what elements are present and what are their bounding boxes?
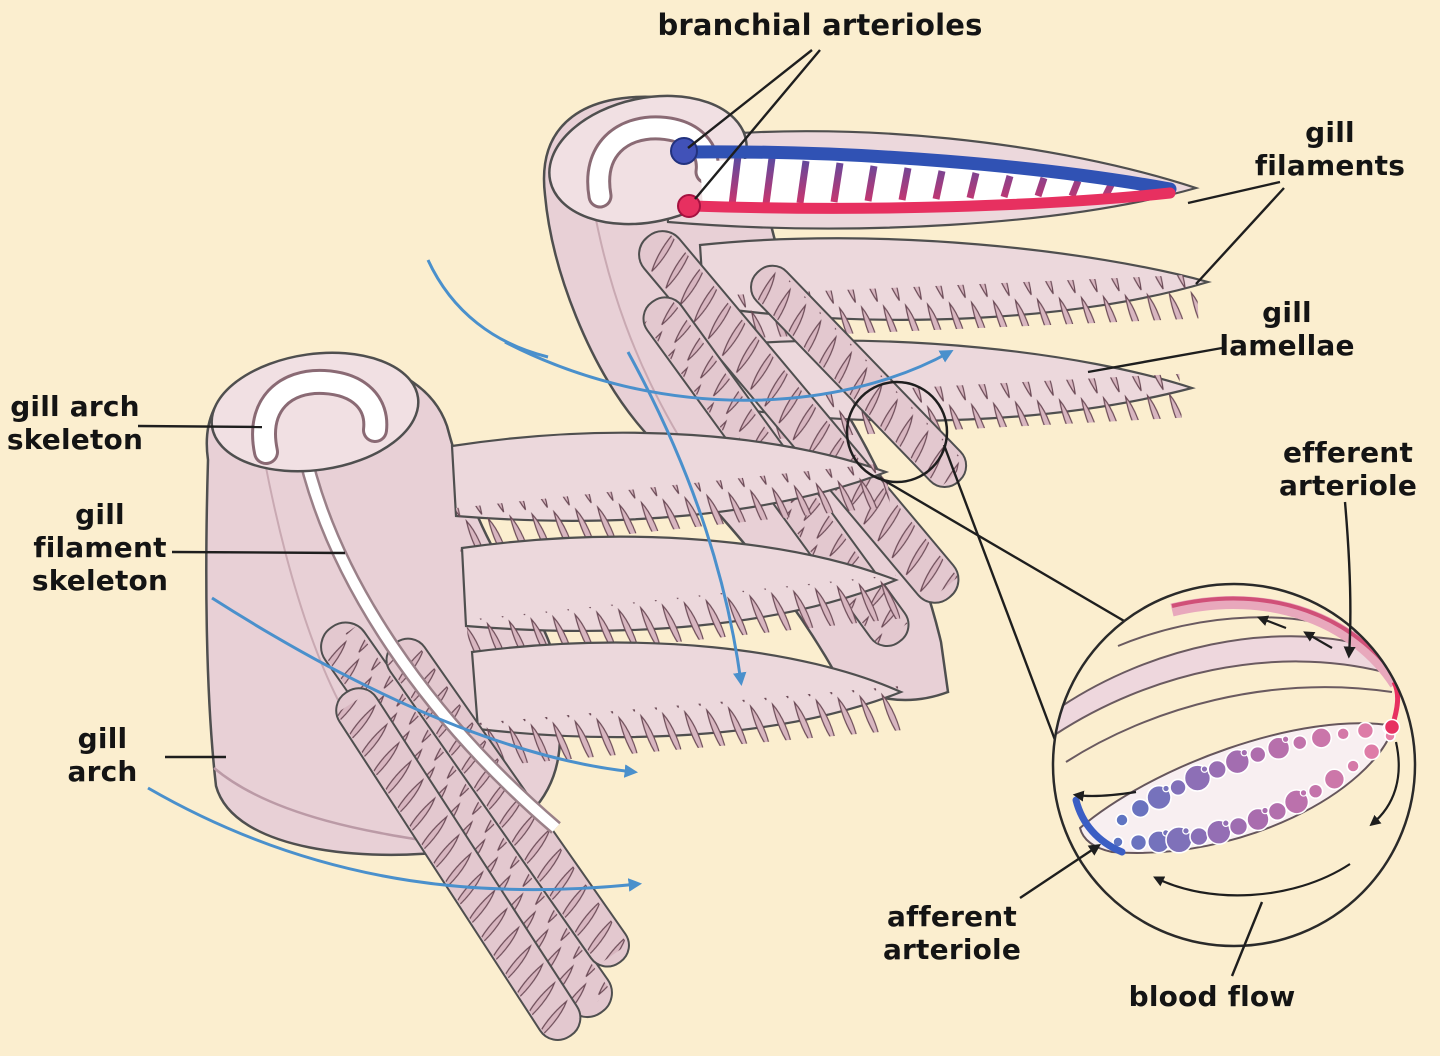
label-gill-arch-skeleton: gill arch skeleton <box>6 390 144 457</box>
branchial-arteriole-red-dot <box>677 194 701 218</box>
efferent-branchial-vessel <box>681 145 1177 196</box>
pointer-lines <box>137 49 1285 759</box>
lamellae-comb <box>466 574 901 664</box>
efferent-pointer <box>1343 501 1356 659</box>
front-gill-arch <box>205 351 907 1041</box>
magnifier-circle <box>845 380 949 484</box>
label-afferent-arteriole: afferent arteriole <box>882 900 1022 967</box>
inset-afferent-vessel <box>1072 796 1126 856</box>
label-gill-arch: gill arch <box>67 722 138 789</box>
label-efferent-arteriole: efferent arteriole <box>1278 436 1418 503</box>
lamella-cross-section <box>1078 722 1396 854</box>
capillary-bubbles <box>1112 721 1396 854</box>
inset-border <box>1051 582 1417 948</box>
blood-flow-arrow <box>1369 741 1400 827</box>
lamella-inset <box>1051 582 1417 948</box>
label-gill-lamellae: gill lamellae <box>1219 296 1355 363</box>
filament-fan <box>750 264 968 489</box>
afferent-branchial-vessel <box>686 187 1176 214</box>
branchial-arteriole-blue-dot <box>670 137 698 165</box>
water-flow-arrows <box>147 259 954 892</box>
lamellae-comb <box>456 462 891 552</box>
filament-fan <box>638 230 960 604</box>
inset-efferent-band <box>1170 596 1402 688</box>
magnifier-cone-line <box>942 444 1060 749</box>
label-branchial-arterioles: branchial arterioles <box>657 8 983 42</box>
label-blood-flow: blood flow <box>1128 980 1296 1013</box>
blood-flow-pointer <box>1230 901 1264 977</box>
blood-flow-arrow <box>1072 790 1137 802</box>
filament-fan <box>335 687 582 1041</box>
lamellae-rungs <box>728 155 1116 206</box>
blood-flow-arrow <box>1153 863 1351 897</box>
afferent-pointer <box>1019 844 1101 899</box>
lamellae-comb <box>477 685 907 767</box>
label-gill-filaments: gill filaments <box>1254 116 1406 183</box>
label-gill-filament-skeleton: gill filament skeleton <box>31 498 169 598</box>
magnifier-cone-line <box>879 476 1161 644</box>
